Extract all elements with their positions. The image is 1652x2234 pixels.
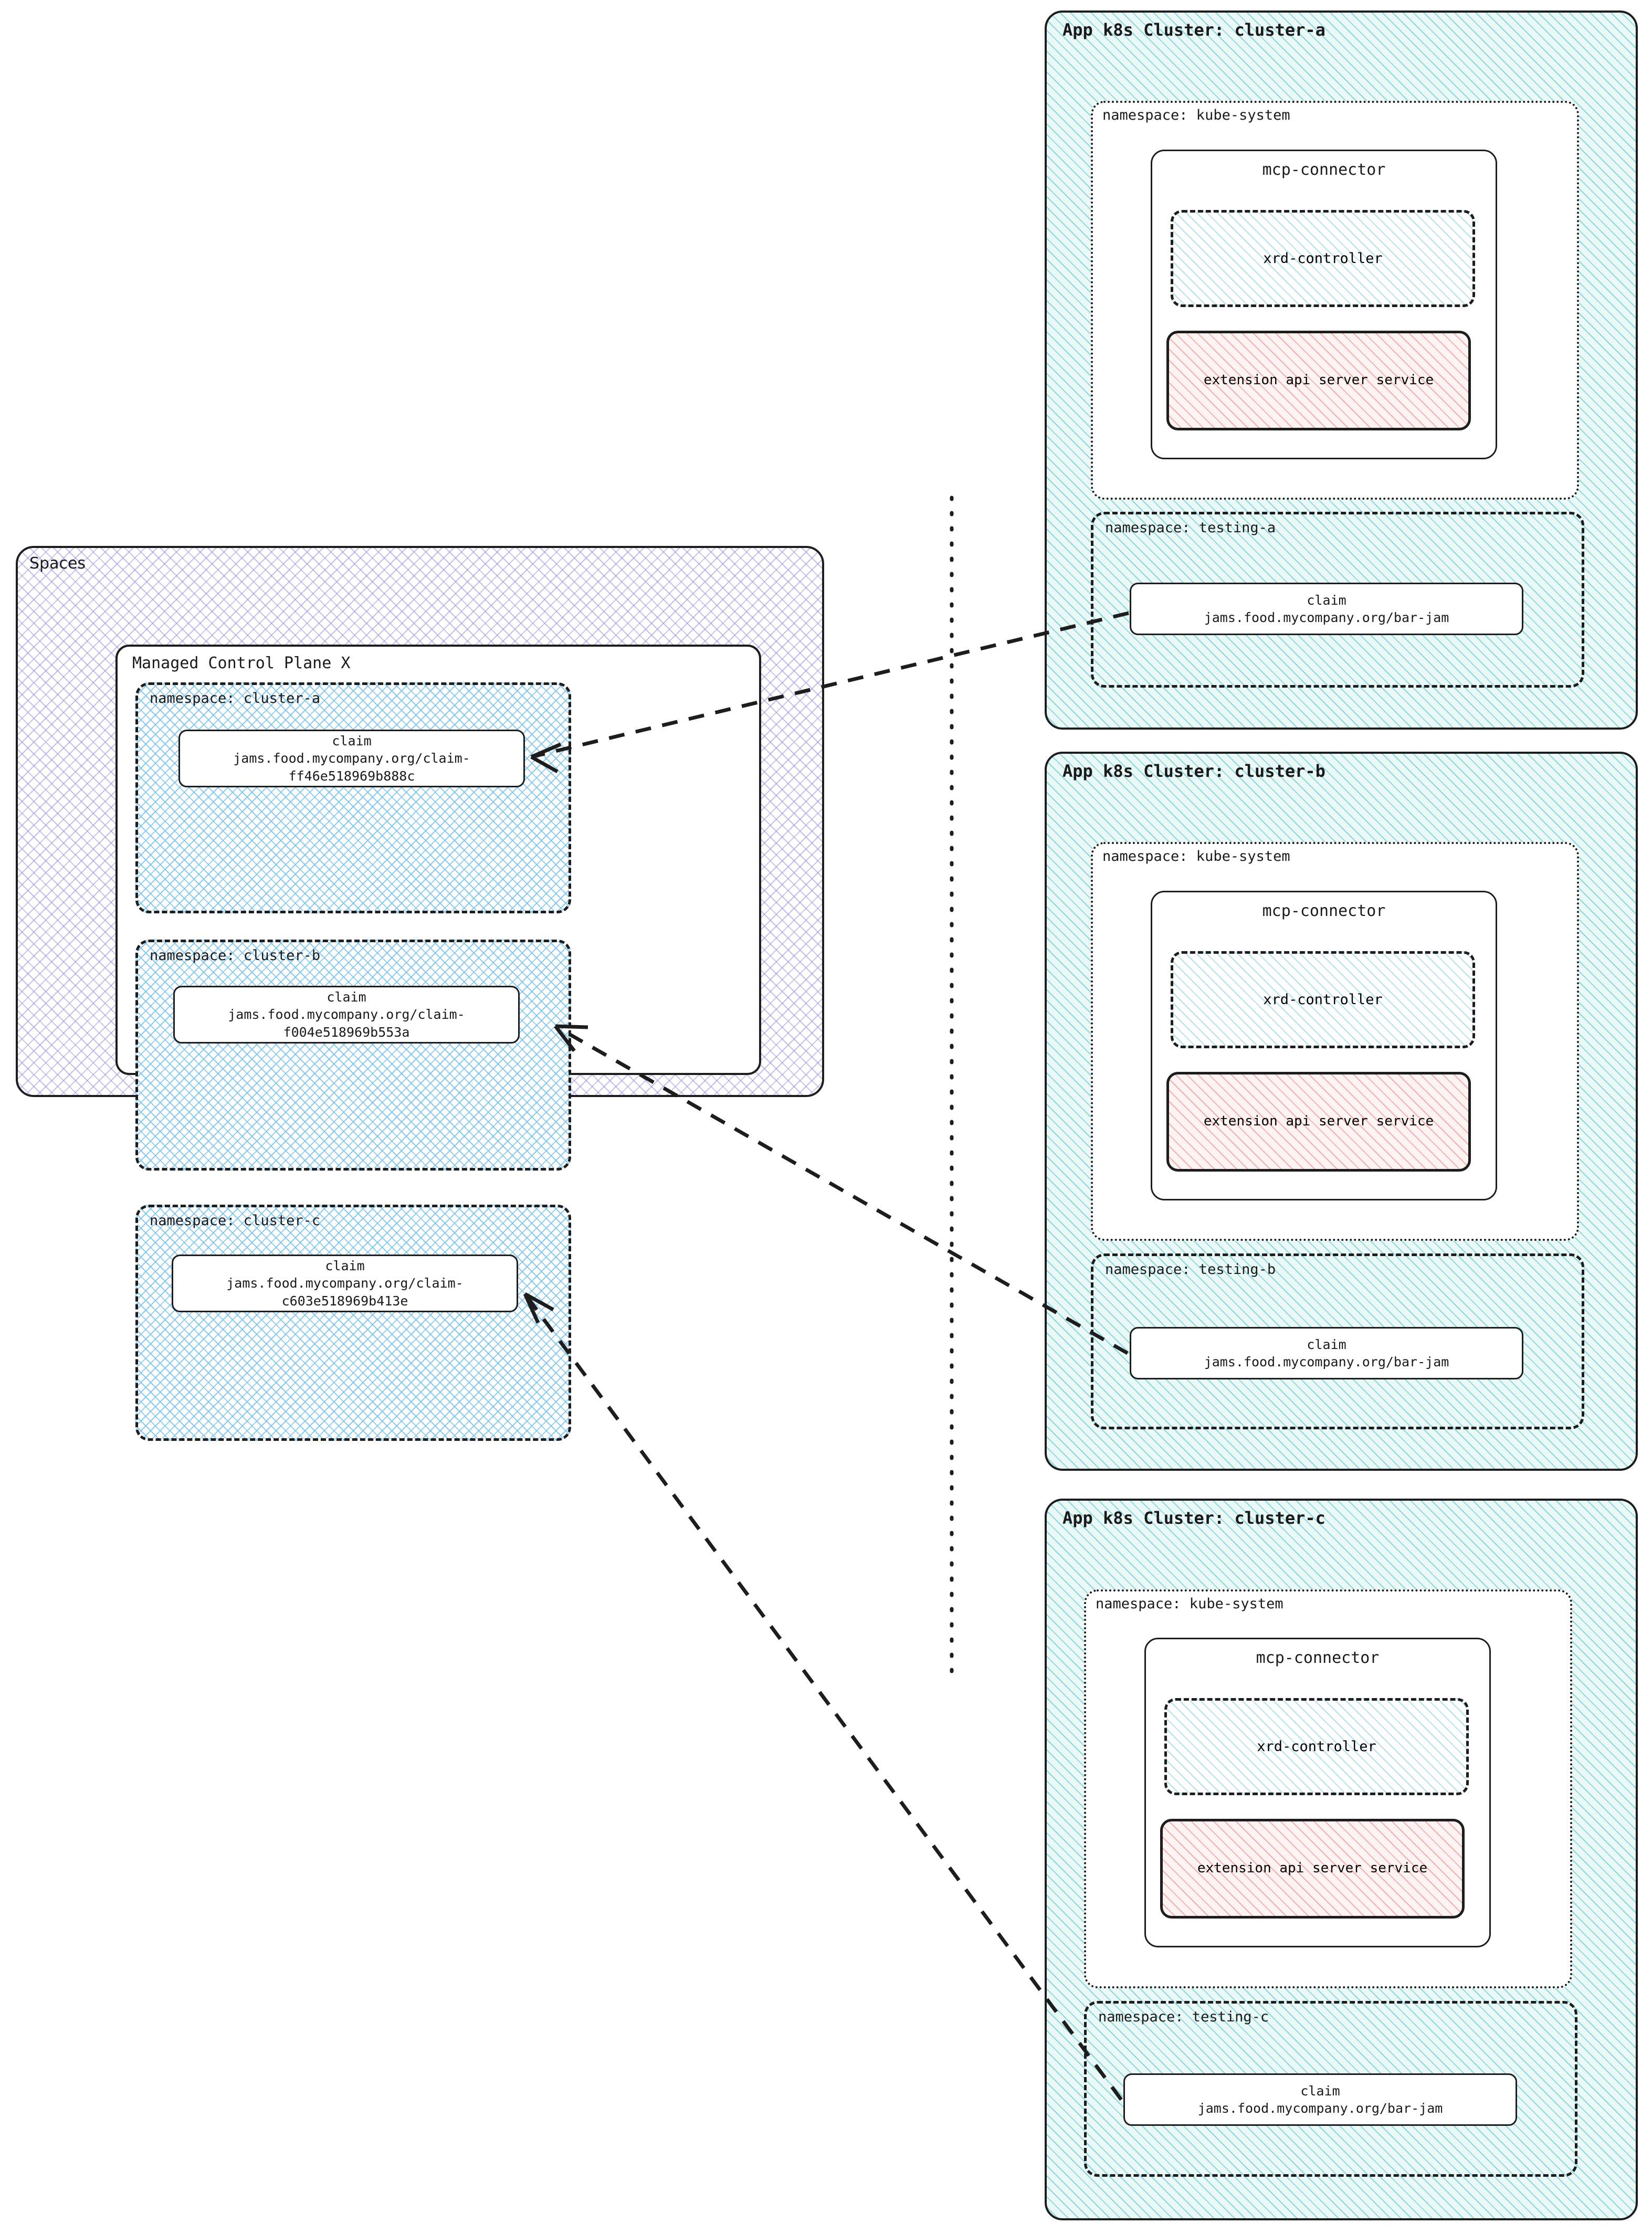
cluster-b-kube-system-label: namespace: kube-system [1102,848,1290,865]
claim-kind: claim [1307,592,1346,608]
cluster-a-connector-title: mcp-connector [1262,161,1386,179]
cluster-b-testing-claim[interactable]: claim jams.food.mycompany.org/bar-jam [1130,1327,1523,1379]
claim-kind: claim [1300,2083,1340,2099]
cluster-b-testing-label: namespace: testing-b [1105,1261,1276,1278]
namespace-cluster-a: namespace: cluster-a [135,682,571,913]
cluster-b-extension-api-label: extension api server service [1203,1113,1434,1130]
cluster-a-testing-label: namespace: testing-a [1105,520,1276,536]
cluster-b-xrd-controller-label: xrd-controller [1263,992,1383,1008]
claim-ref: jams.food.mycompany.org/claim-c603e51896… [226,1276,464,1309]
claim-ref: jams.food.mycompany.org/bar-jam [1204,1354,1449,1369]
control-plane-label: Managed Control Plane X [132,654,351,672]
claim-cluster-b[interactable]: claim jams.food.mycompany.org/claim-f004… [173,986,520,1044]
namespace-cluster-b-label: namespace: cluster-b [150,947,321,964]
arrow-cluster-c [523,1292,1123,2101]
cluster-b-connector-title: mcp-connector [1262,902,1386,920]
cluster-b-xrd-controller: xrd-controller [1171,951,1475,1048]
cluster-a-extension-api-server: extension api server service [1166,331,1471,430]
claim-kind: claim [327,989,366,1005]
cluster-c-extension-api-server: extension api server service [1160,1819,1465,1919]
namespace-cluster-c: namespace: cluster-c [135,1205,571,1441]
cluster-a-extension-api-label: extension api server service [1203,372,1434,388]
cluster-a-testing-claim[interactable]: claim jams.food.mycompany.org/bar-jam [1130,583,1523,635]
app-cluster-c-title: App k8s Cluster: cluster-c [1062,1508,1325,1528]
claim-cluster-a[interactable]: claim jams.food.mycompany.org/claim-ff46… [178,730,525,787]
cluster-c-kube-system-label: namespace: kube-system [1096,1596,1283,1612]
cluster-c-connector-title: mcp-connector [1256,1649,1380,1667]
namespace-cluster-c-label: namespace: cluster-c [150,1213,321,1229]
cluster-c-testing-label: namespace: testing-c [1098,2009,1269,2025]
cluster-b-extension-api-server: extension api server service [1166,1072,1471,1172]
claim-ref: jams.food.mycompany.org/bar-jam [1204,610,1449,625]
namespace-cluster-a-label: namespace: cluster-a [150,690,321,707]
claim-kind: claim [332,733,372,749]
claim-ref: jams.food.mycompany.org/bar-jam [1197,2101,1443,2116]
app-cluster-b-title: App k8s Cluster: cluster-b [1062,761,1325,781]
cluster-a-namespace-testing: namespace: testing-a [1091,512,1584,688]
app-cluster-a-title: App k8s Cluster: cluster-a [1062,20,1325,40]
spaces-label: Spaces [29,554,86,573]
cluster-c-xrd-controller: xrd-controller [1164,1698,1469,1795]
cluster-a-xrd-controller: xrd-controller [1171,210,1475,307]
claim-kind: claim [325,1258,365,1274]
cluster-a-xrd-controller-label: xrd-controller [1263,250,1383,267]
claim-cluster-c[interactable]: claim jams.food.mycompany.org/claim-c603… [172,1255,518,1312]
namespace-cluster-b: namespace: cluster-b [135,940,571,1171]
cluster-a-kube-system-label: namespace: kube-system [1102,107,1290,123]
claim-ref: jams.food.mycompany.org/claim-ff46e51896… [233,751,470,784]
claim-kind: claim [1307,1336,1346,1352]
claim-ref: jams.food.mycompany.org/claim-f004e51896… [228,1007,465,1040]
cluster-c-extension-api-label: extension api server service [1197,1860,1428,1877]
cluster-c-xrd-controller-label: xrd-controller [1257,1738,1376,1755]
cluster-c-testing-claim[interactable]: claim jams.food.mycompany.org/bar-jam [1123,2073,1517,2126]
